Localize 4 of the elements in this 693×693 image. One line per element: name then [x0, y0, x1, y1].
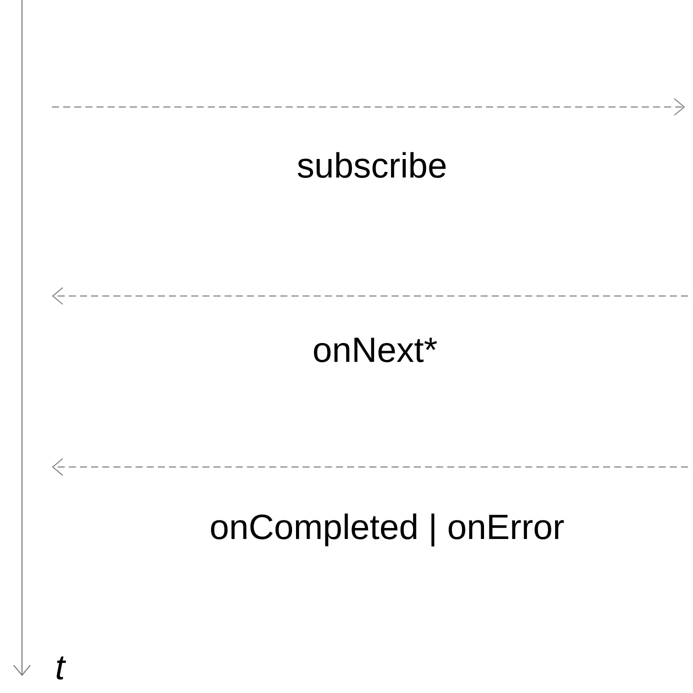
axis-label: t: [56, 656, 66, 680]
message-label: subscribe: [298, 152, 446, 178]
message-label: onNext*: [314, 338, 437, 362]
message-label: onCompleted | onError: [211, 514, 564, 546]
